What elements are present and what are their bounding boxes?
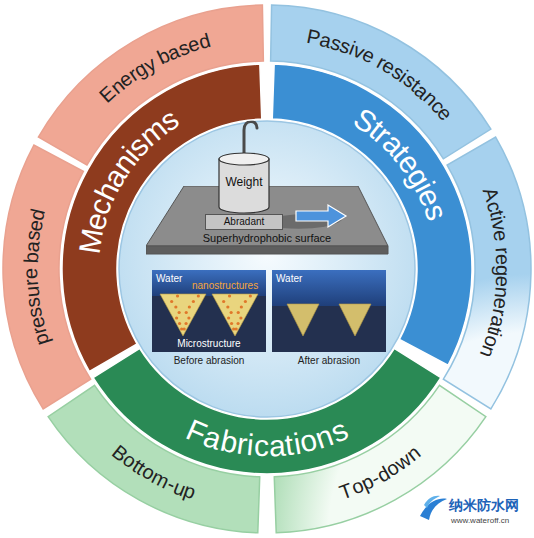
segment-fill [3, 145, 91, 409]
nanostructure-dot [228, 294, 231, 297]
box-label: Microstructure [177, 338, 240, 350]
water-layer [152, 270, 266, 296]
water-layer [272, 270, 386, 306]
box-label: Water [156, 273, 182, 285]
nanostructure-dot [192, 300, 195, 303]
ring-label: Active regeneration [475, 182, 515, 364]
illustration-box: WaterAfter abrasion [272, 270, 386, 370]
glyph: e [488, 229, 512, 243]
nanostructure-dot [174, 305, 177, 308]
nanostructure-dot [187, 316, 190, 319]
nanostructure-dot [249, 294, 252, 297]
ring-label: Energy based [95, 29, 217, 107]
box-label: Water [276, 273, 302, 285]
segment-fill [38, 5, 263, 165]
glyph: e [491, 253, 514, 265]
watermark: www.wateroff.cn [451, 516, 509, 525]
plate-edge [146, 246, 388, 254]
microstructure-cone [287, 304, 319, 336]
nanostructure-dot [170, 300, 173, 303]
nanostructure-dot [184, 322, 187, 325]
box-label: Abradant [224, 216, 265, 228]
glyph [19, 263, 42, 269]
ring-segment: Bottom-up [46, 383, 262, 535]
nanostructure-dot [178, 322, 181, 325]
weight-body [219, 159, 269, 213]
logo-icon [424, 496, 440, 508]
segment-shape [441, 134, 533, 411]
segment-shape [36, 3, 266, 167]
box-label: Superhydrophobic surface [203, 232, 331, 245]
nanostructure-dot [175, 316, 178, 319]
illustration-box: Abradant [205, 214, 283, 230]
segment-fill [271, 5, 491, 159]
nanostructure-dot [230, 322, 233, 325]
nanostructure-dot [230, 311, 233, 314]
ring-label: Top-down [334, 441, 426, 503]
box-label: Before abrasion [174, 355, 245, 367]
weight-top [219, 153, 269, 165]
illustration-box: Water nanostructuresMicrostructureBefore … [152, 270, 266, 370]
ring-segment: Passive resistance [268, 3, 493, 161]
box-label: Weight [225, 176, 262, 190]
ring-segment: Active regeneration [441, 134, 533, 411]
ring-label: pressure based [19, 202, 55, 352]
microstructure-cone [339, 304, 371, 336]
abradant-block [206, 215, 283, 230]
illustration-box: Weight [218, 152, 270, 215]
nanostructure-dot [183, 327, 186, 330]
nanostructure-dot [176, 294, 179, 297]
microstructure-cone [212, 294, 258, 336]
glyph: e [19, 268, 42, 280]
nanostructure-dot [237, 311, 240, 314]
glyph: c [253, 429, 269, 464]
segment-shape [46, 383, 262, 535]
glyph: g [491, 265, 514, 276]
nanostructure-dot [227, 316, 230, 319]
motion-arrow [296, 205, 346, 227]
nanostructure-dot [197, 294, 200, 297]
nanostructure-dot [240, 305, 243, 308]
glyph: e [491, 275, 515, 287]
nanostructure-dot [185, 311, 188, 314]
weight-hook [244, 121, 257, 153]
logo-icon [420, 499, 447, 520]
segment-shape [1, 143, 93, 411]
watermark: 纳米防水网 [449, 497, 519, 513]
plate-top [146, 186, 388, 246]
glyph: b [20, 251, 44, 263]
nanostructure-dot [236, 322, 239, 325]
panel-ground [272, 270, 386, 352]
panel-ground [152, 270, 266, 352]
nanostructure-dot [188, 305, 191, 308]
center-disc [119, 121, 415, 417]
segment-fill [48, 385, 260, 533]
segment-shape [268, 3, 493, 161]
box-label: nanostructures [192, 280, 258, 292]
nanostructure-dot [178, 311, 181, 314]
ring-label: Bottom-up [107, 441, 202, 504]
microstructure-cone [160, 294, 206, 336]
nanostructure-dot [244, 300, 247, 303]
glyph: u [20, 285, 44, 298]
box-label: After abrasion [298, 355, 360, 367]
nanostructure-dot [222, 300, 225, 303]
segment-fill [443, 137, 531, 409]
ring-label: Passive resistance [301, 25, 457, 126]
nanostructure-dot [239, 316, 242, 319]
nanostructure-dot [235, 327, 238, 330]
nanostructure-dot [226, 305, 229, 308]
ring-segment: Energy based [36, 3, 266, 167]
ring-segment: pressure based [1, 143, 93, 411]
ring-label: Fabrications [178, 413, 357, 465]
